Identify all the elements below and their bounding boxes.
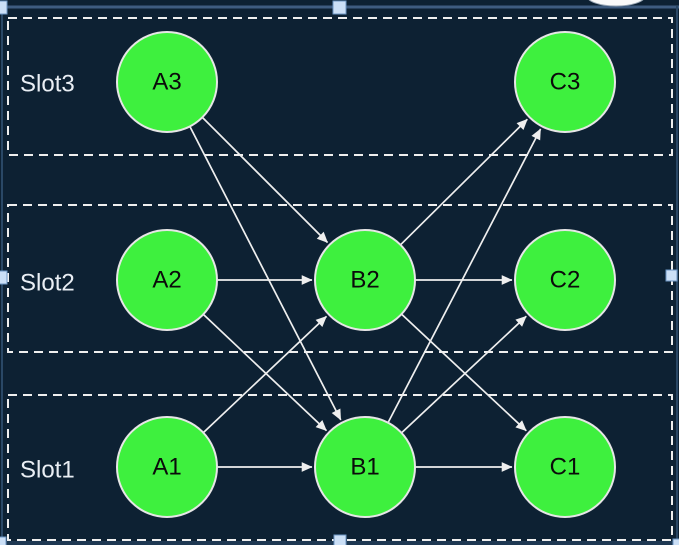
node-circle-A2[interactable] [116,229,218,331]
handle-bottom-center[interactable] [333,534,347,545]
node-circle-A1[interactable] [116,416,218,518]
node-label-B1: B1 [350,454,379,481]
slot-container-slot3[interactable] [7,17,673,156]
node-label-C3: C3 [550,69,581,96]
node-circle-C3[interactable] [514,31,616,133]
edge-A3-B1[interactable] [189,126,342,421]
node-B1[interactable]: B1 [314,416,416,518]
handle-bottom-right[interactable] [672,538,679,545]
node-label-C2: C2 [550,267,581,294]
node-C1[interactable]: C1 [514,416,616,518]
handle-top-center[interactable] [332,0,347,15]
node-C2[interactable]: C2 [514,229,616,331]
node-label-B2: B2 [350,267,379,294]
node-label-A1: A1 [152,454,181,481]
edge-B2-C1[interactable] [400,313,527,432]
node-A1[interactable]: A1 [116,416,218,518]
node-label-A2: A2 [152,267,181,294]
node-C3[interactable]: C3 [514,31,616,133]
edge-A3-B2[interactable] [201,116,329,244]
handle-right-middle[interactable] [665,269,678,282]
node-circle-A3[interactable] [116,31,218,133]
slot-label-slot3: Slot3 [20,71,75,98]
node-label-C1: C1 [550,454,581,481]
node-circle-B2[interactable] [314,229,416,331]
connection-point-handle[interactable] [587,0,645,7]
handle-top-left[interactable] [0,0,8,15]
node-B2[interactable]: B2 [314,229,416,331]
node-circle-B1[interactable] [314,416,416,518]
handle-bottom-left[interactable] [0,536,7,545]
node-A3[interactable]: A3 [116,31,218,133]
edge-B2-C3[interactable] [399,118,528,246]
node-circle-C2[interactable] [514,229,616,331]
node-circle-C1[interactable] [514,416,616,518]
slot-label-slot1: Slot1 [20,457,75,484]
edge-B1-C2[interactable] [400,315,527,434]
edge-A2-B1[interactable] [202,313,328,432]
handle-left-middle[interactable] [0,270,8,285]
node-label-A3: A3 [152,69,181,96]
node-A2[interactable]: A2 [116,229,218,331]
edge-B1-C3[interactable] [387,128,542,424]
slot-label-slot2: Slot2 [20,270,75,297]
edge-A1-B2[interactable] [202,315,328,434]
